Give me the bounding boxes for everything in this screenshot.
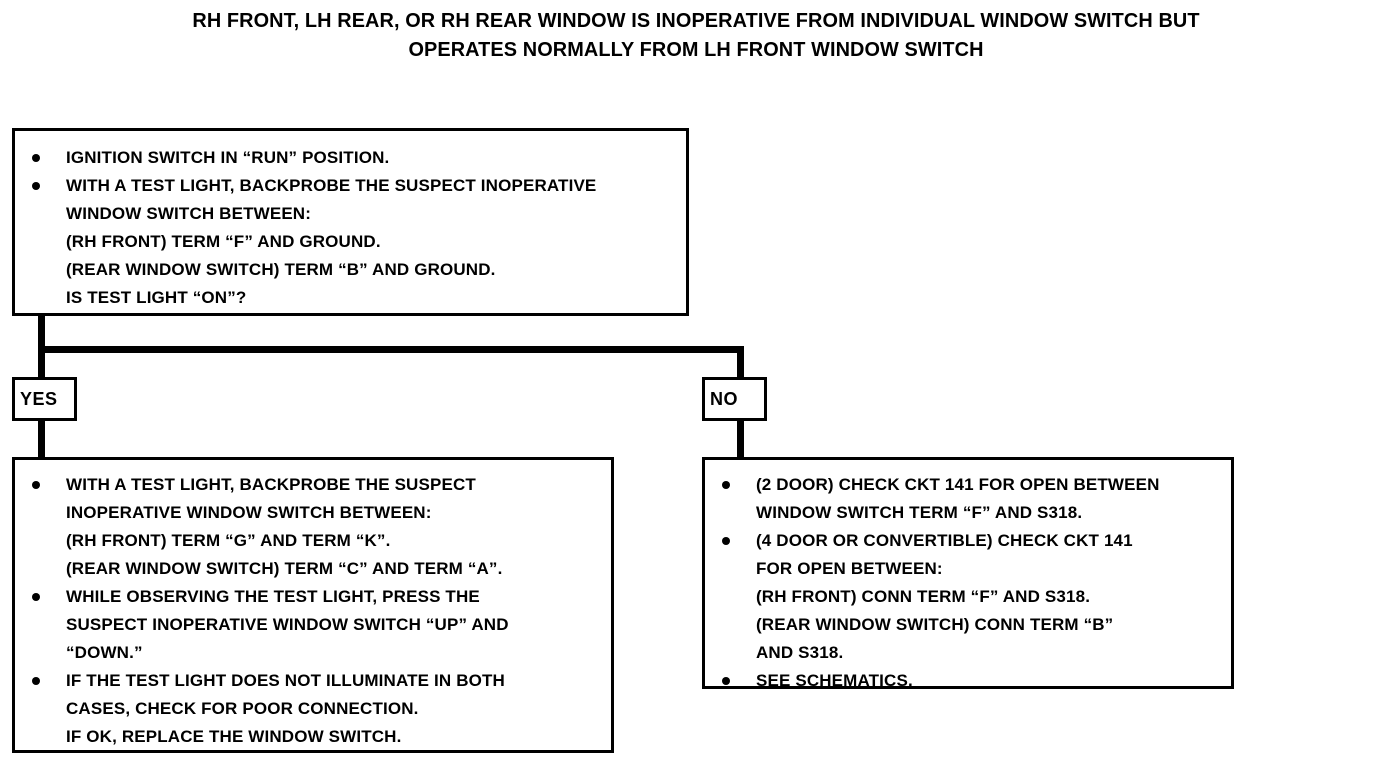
list-item: SEE SCHEMATICS.: [718, 667, 1226, 695]
connector-no-to-branch-box: [737, 419, 744, 459]
yes-label: YES: [20, 389, 58, 409]
bullet-text-line: (2 DOOR) CHECK CKT 141 FOR OPEN BETWEEN: [756, 475, 1160, 494]
bullet-dot-icon: [32, 182, 40, 190]
connector-top-vertical: [38, 316, 45, 352]
page-title-line-2: OPERATES NORMALLY FROM LH FRONT WINDOW S…: [408, 38, 984, 61]
bullet-text-line: WHILE OBSERVING THE TEST LIGHT, PRESS TH…: [66, 587, 480, 606]
page-title: RH FRONT, LH REAR, OR RH REAR WINDOW IS …: [21, 6, 1371, 64]
bullet-text-line: INOPERATIVE WINDOW SWITCH BETWEEN:: [66, 503, 432, 522]
bullet-text-line: “DOWN.”: [66, 643, 143, 662]
bullet-text-line: IF THE TEST LIGHT DOES NOT ILLUMINATE IN…: [66, 671, 505, 690]
yes-branch-box-content: WITH A TEST LIGHT, BACKPROBE THE SUSPECT…: [12, 457, 614, 751]
list-item: WITH A TEST LIGHT, BACKPROBE THE SUSPECT…: [28, 471, 606, 583]
list-item: IGNITION SWITCH IN “RUN” POSITION.: [28, 144, 681, 172]
list-item: IF THE TEST LIGHT DOES NOT ILLUMINATE IN…: [28, 667, 606, 751]
bullet-dot-icon: [722, 481, 730, 489]
bullet-text-line: (4 DOOR OR CONVERTIBLE) CHECK CKT 141: [756, 531, 1133, 550]
bullet-text-line: SUSPECT INOPERATIVE WINDOW SWITCH “UP” A…: [66, 615, 509, 634]
bullet-text-line: (RH FRONT) TERM “G” AND TERM “K”.: [66, 531, 391, 550]
bullet-dot-icon: [32, 593, 40, 601]
bullet-text-line: WITH A TEST LIGHT, BACKPROBE THE SUSPECT: [66, 475, 476, 494]
bullet-text-line: (RH FRONT) TERM “F” AND GROUND.: [66, 232, 381, 251]
no-decision-box: [702, 377, 767, 421]
connector-to-yes-box: [38, 346, 45, 379]
list-item: (2 DOOR) CHECK CKT 141 FOR OPEN BETWEEN …: [718, 471, 1226, 527]
bullet-dot-icon: [32, 154, 40, 162]
no-branch-box: [702, 457, 1234, 689]
list-item: WHILE OBSERVING THE TEST LIGHT, PRESS TH…: [28, 583, 606, 667]
connector-horizontal-bus: [38, 346, 744, 353]
bullet-text-line: (REAR WINDOW SWITCH) TERM “B” AND GROUND…: [66, 260, 496, 279]
bullet-text-line: IF OK, REPLACE THE WINDOW SWITCH.: [66, 727, 402, 746]
list-item: WITH A TEST LIGHT, BACKPROBE THE SUSPECT…: [28, 172, 681, 312]
bullet-dot-icon: [722, 537, 730, 545]
page-title-line-1: RH FRONT, LH REAR, OR RH REAR WINDOW IS …: [192, 9, 1200, 32]
no-label: NO: [710, 389, 738, 409]
list-item: (4 DOOR OR CONVERTIBLE) CHECK CKT 141 FO…: [718, 527, 1226, 667]
bullet-text-line: CASES, CHECK FOR POOR CONNECTION.: [66, 699, 419, 718]
top-test-box: [12, 128, 689, 316]
no-branch-box-content: (2 DOOR) CHECK CKT 141 FOR OPEN BETWEEN …: [702, 457, 1234, 695]
bullet-text-line: (RH FRONT) CONN TERM “F” AND S318.: [756, 587, 1091, 606]
yes-branch-box: [12, 457, 614, 753]
bullet-text-line: AND S318.: [756, 643, 844, 662]
bullet-text-line: (REAR WINDOW SWITCH) CONN TERM “B”: [756, 615, 1114, 634]
bullet-text-line: IS TEST LIGHT “ON”?: [66, 288, 247, 307]
bullet-text-line: (REAR WINDOW SWITCH) TERM “C” AND TERM “…: [66, 559, 503, 578]
bullet-dot-icon: [32, 677, 40, 685]
bullet-text-line: WINDOW SWITCH TERM “F” AND S318.: [756, 503, 1083, 522]
bullet-dot-icon: [722, 677, 730, 685]
connector-to-no-box: [737, 346, 744, 379]
bullet-text-line: FOR OPEN BETWEEN:: [756, 559, 943, 578]
bullet-text-line: WINDOW SWITCH BETWEEN:: [66, 204, 312, 223]
yes-decision-box: [12, 377, 77, 421]
bullet-text-line: WITH A TEST LIGHT, BACKPROBE THE SUSPECT…: [66, 176, 597, 195]
bullet-text-line: SEE SCHEMATICS.: [756, 671, 913, 690]
top-test-box-content: IGNITION SWITCH IN “RUN” POSITION. WITH …: [12, 128, 689, 312]
bullet-text-line: IGNITION SWITCH IN “RUN” POSITION.: [66, 148, 390, 167]
bullet-dot-icon: [32, 481, 40, 489]
connector-yes-to-branch-box: [38, 419, 45, 459]
